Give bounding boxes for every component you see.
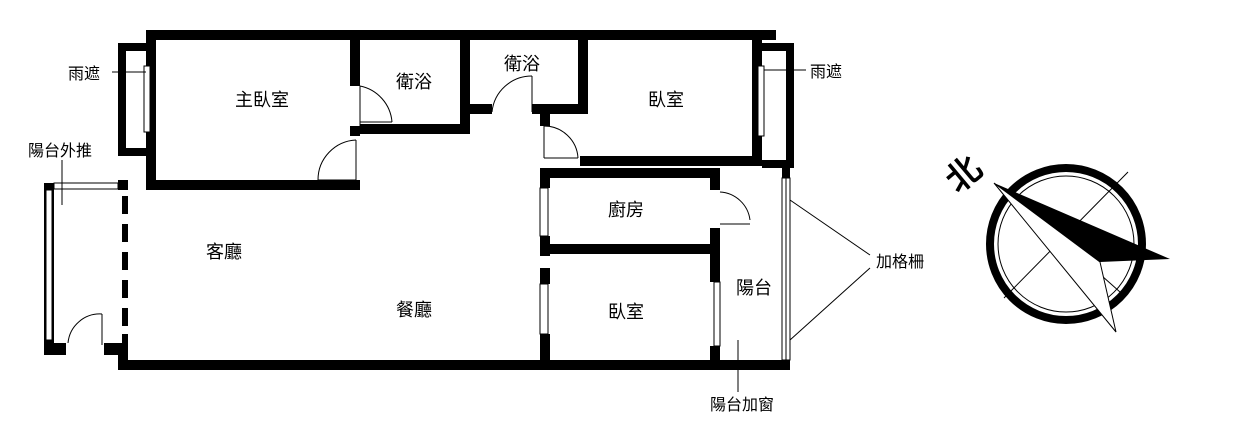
windows [45,65,791,361]
compass-north-label: 北 [938,148,990,200]
room-master-bedroom: 主臥室 [235,90,289,111]
room-bedroom-s: 臥室 [608,302,644,323]
label-balcony-window: 陽台加窗 [710,395,774,414]
compass: 北 [938,148,1170,333]
room-living: 客廳 [206,242,242,263]
room-balcony: 陽台 [736,278,772,299]
room-dining: 餐廳 [396,300,432,321]
doors [67,75,751,345]
room-bedroom-ne: 臥室 [648,90,684,111]
label-awning-left: 雨遮 [68,64,100,83]
label-grille: 加格柵 [876,252,924,271]
label-balcony-pushout: 陽台外推 [28,141,92,160]
room-bath-2: 衛浴 [504,54,540,75]
label-awning-right: 雨遮 [810,62,842,81]
room-bath-1: 衛浴 [396,72,432,93]
room-kitchen: 廚房 [608,199,644,221]
